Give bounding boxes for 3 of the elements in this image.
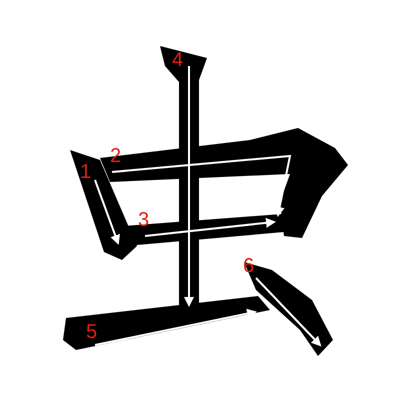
stroke-number: 4 [172,50,184,70]
stroke-number: 5 [86,322,98,342]
stroke-number: 1 [80,162,92,182]
